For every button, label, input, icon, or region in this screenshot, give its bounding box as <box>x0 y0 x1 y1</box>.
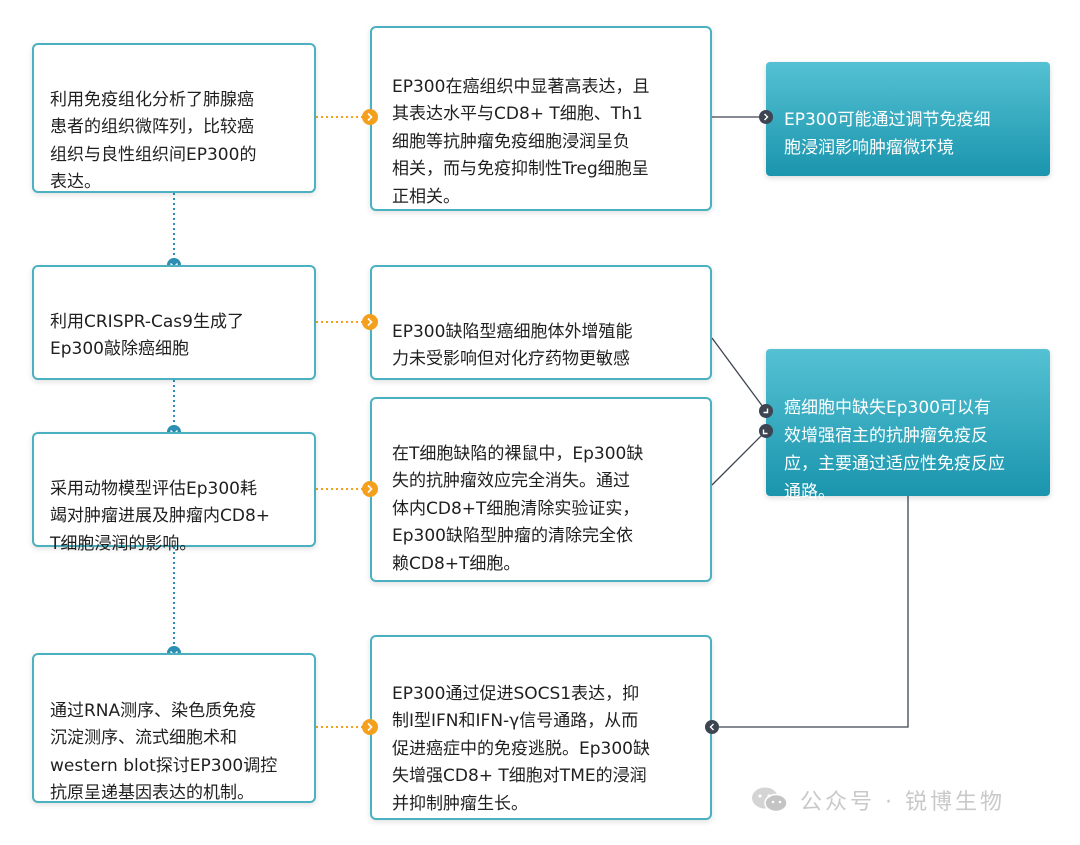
orange-arrow-icon <box>362 481 378 497</box>
conclusion-text-1: EP300可能通过调节免疫细 胞浸润影响肿瘤微环境 <box>784 110 991 158</box>
method-text-3: 采用动物模型评估Ep300耗 竭对肿瘤进展及肿瘤内CD8+ T细胞浸润的影响。 <box>50 478 271 554</box>
result-to-conclusion-line-3 <box>711 430 767 486</box>
dark-corner-icon <box>759 424 773 438</box>
orange-arrow-icon <box>362 719 378 735</box>
method-box-3: 采用动物模型评估Ep300耗 竭对肿瘤进展及肿瘤内CD8+ T细胞浸润的影响。 <box>32 432 316 554</box>
method-text-2: 利用CRISPR-Cas9生成了 Ep300敲除癌细胞 <box>50 311 244 360</box>
result-box-2: EP300缺陷型癌细胞体外增殖能 力未受影响但对化疗药物更敏感 <box>370 265 712 380</box>
method-box-4: 通过RNA测序、染色质免疫 沉淀测序、流式细胞术和 western blot探讨… <box>32 653 316 803</box>
orange-arrow-icon <box>362 109 378 125</box>
dark-left-arrow-icon <box>705 720 719 734</box>
method-box-2: 利用CRISPR-Cas9生成了 Ep300敲除癌细胞 <box>32 265 316 380</box>
conclusion-to-result-line <box>712 496 909 728</box>
result-text-2: EP300缺陷型癌细胞体外增殖能 力未受影响但对化疗药物更敏感 <box>392 321 633 370</box>
method-text-1: 利用免疫组化分析了肺腺癌 患者的组织微阵列，比较癌 组织与良性组织间EP300的… <box>50 89 257 193</box>
result-text-3: 在T细胞缺陷的裸鼠中，Ep300缺 失的抗肿瘤效应完全消失。通过 体内CD8+T… <box>392 443 644 574</box>
orange-arrow-icon <box>362 314 378 330</box>
conclusion-box-2: 癌细胞中缺失Ep300可以有 效增强宿主的抗肿瘤免疫反 应，主要通过适应性免疫反… <box>766 349 1050 502</box>
dark-arrow-icon <box>759 110 773 124</box>
result-box-1: EP300在癌组织中显著高表达，且 其表达水平与CD8+ T细胞、Th1 细胞等… <box>370 26 712 211</box>
wechat-icon <box>752 787 788 813</box>
watermark-text: 公众号 · 锐博生物 <box>800 790 1005 815</box>
result-box-3: 在T细胞缺陷的裸鼠中，Ep300缺 失的抗肿瘤效应完全消失。通过 体内CD8+T… <box>370 397 712 582</box>
conclusion-box-1: EP300可能通过调节免疫细 胞浸润影响肿瘤微环境 <box>766 62 1050 176</box>
conclusion-text-2: 癌细胞中缺失Ep300可以有 效增强宿主的抗肿瘤免疫反 应，主要通过适应性免疫反… <box>784 398 1005 502</box>
result-text-4: EP300通过促进SOCS1表达，抑 制I型IFN和IFN-γ信号通路，从而 促… <box>392 683 650 814</box>
watermark: 公众号 · 锐博生物 <box>750 784 1005 816</box>
dark-corner-icon <box>759 404 773 418</box>
method-text-4: 通过RNA测序、染色质免疫 沉淀测序、流式细胞术和 western blot探讨… <box>50 700 278 804</box>
result-to-conclusion-line-2 <box>711 337 767 412</box>
method-box-1: 利用免疫组化分析了肺腺癌 患者的组织微阵列，比较癌 组织与良性组织间EP300的… <box>32 43 316 193</box>
result-text-1: EP300在癌组织中显著高表达，且 其表达水平与CD8+ T细胞、Th1 细胞等… <box>392 76 650 207</box>
